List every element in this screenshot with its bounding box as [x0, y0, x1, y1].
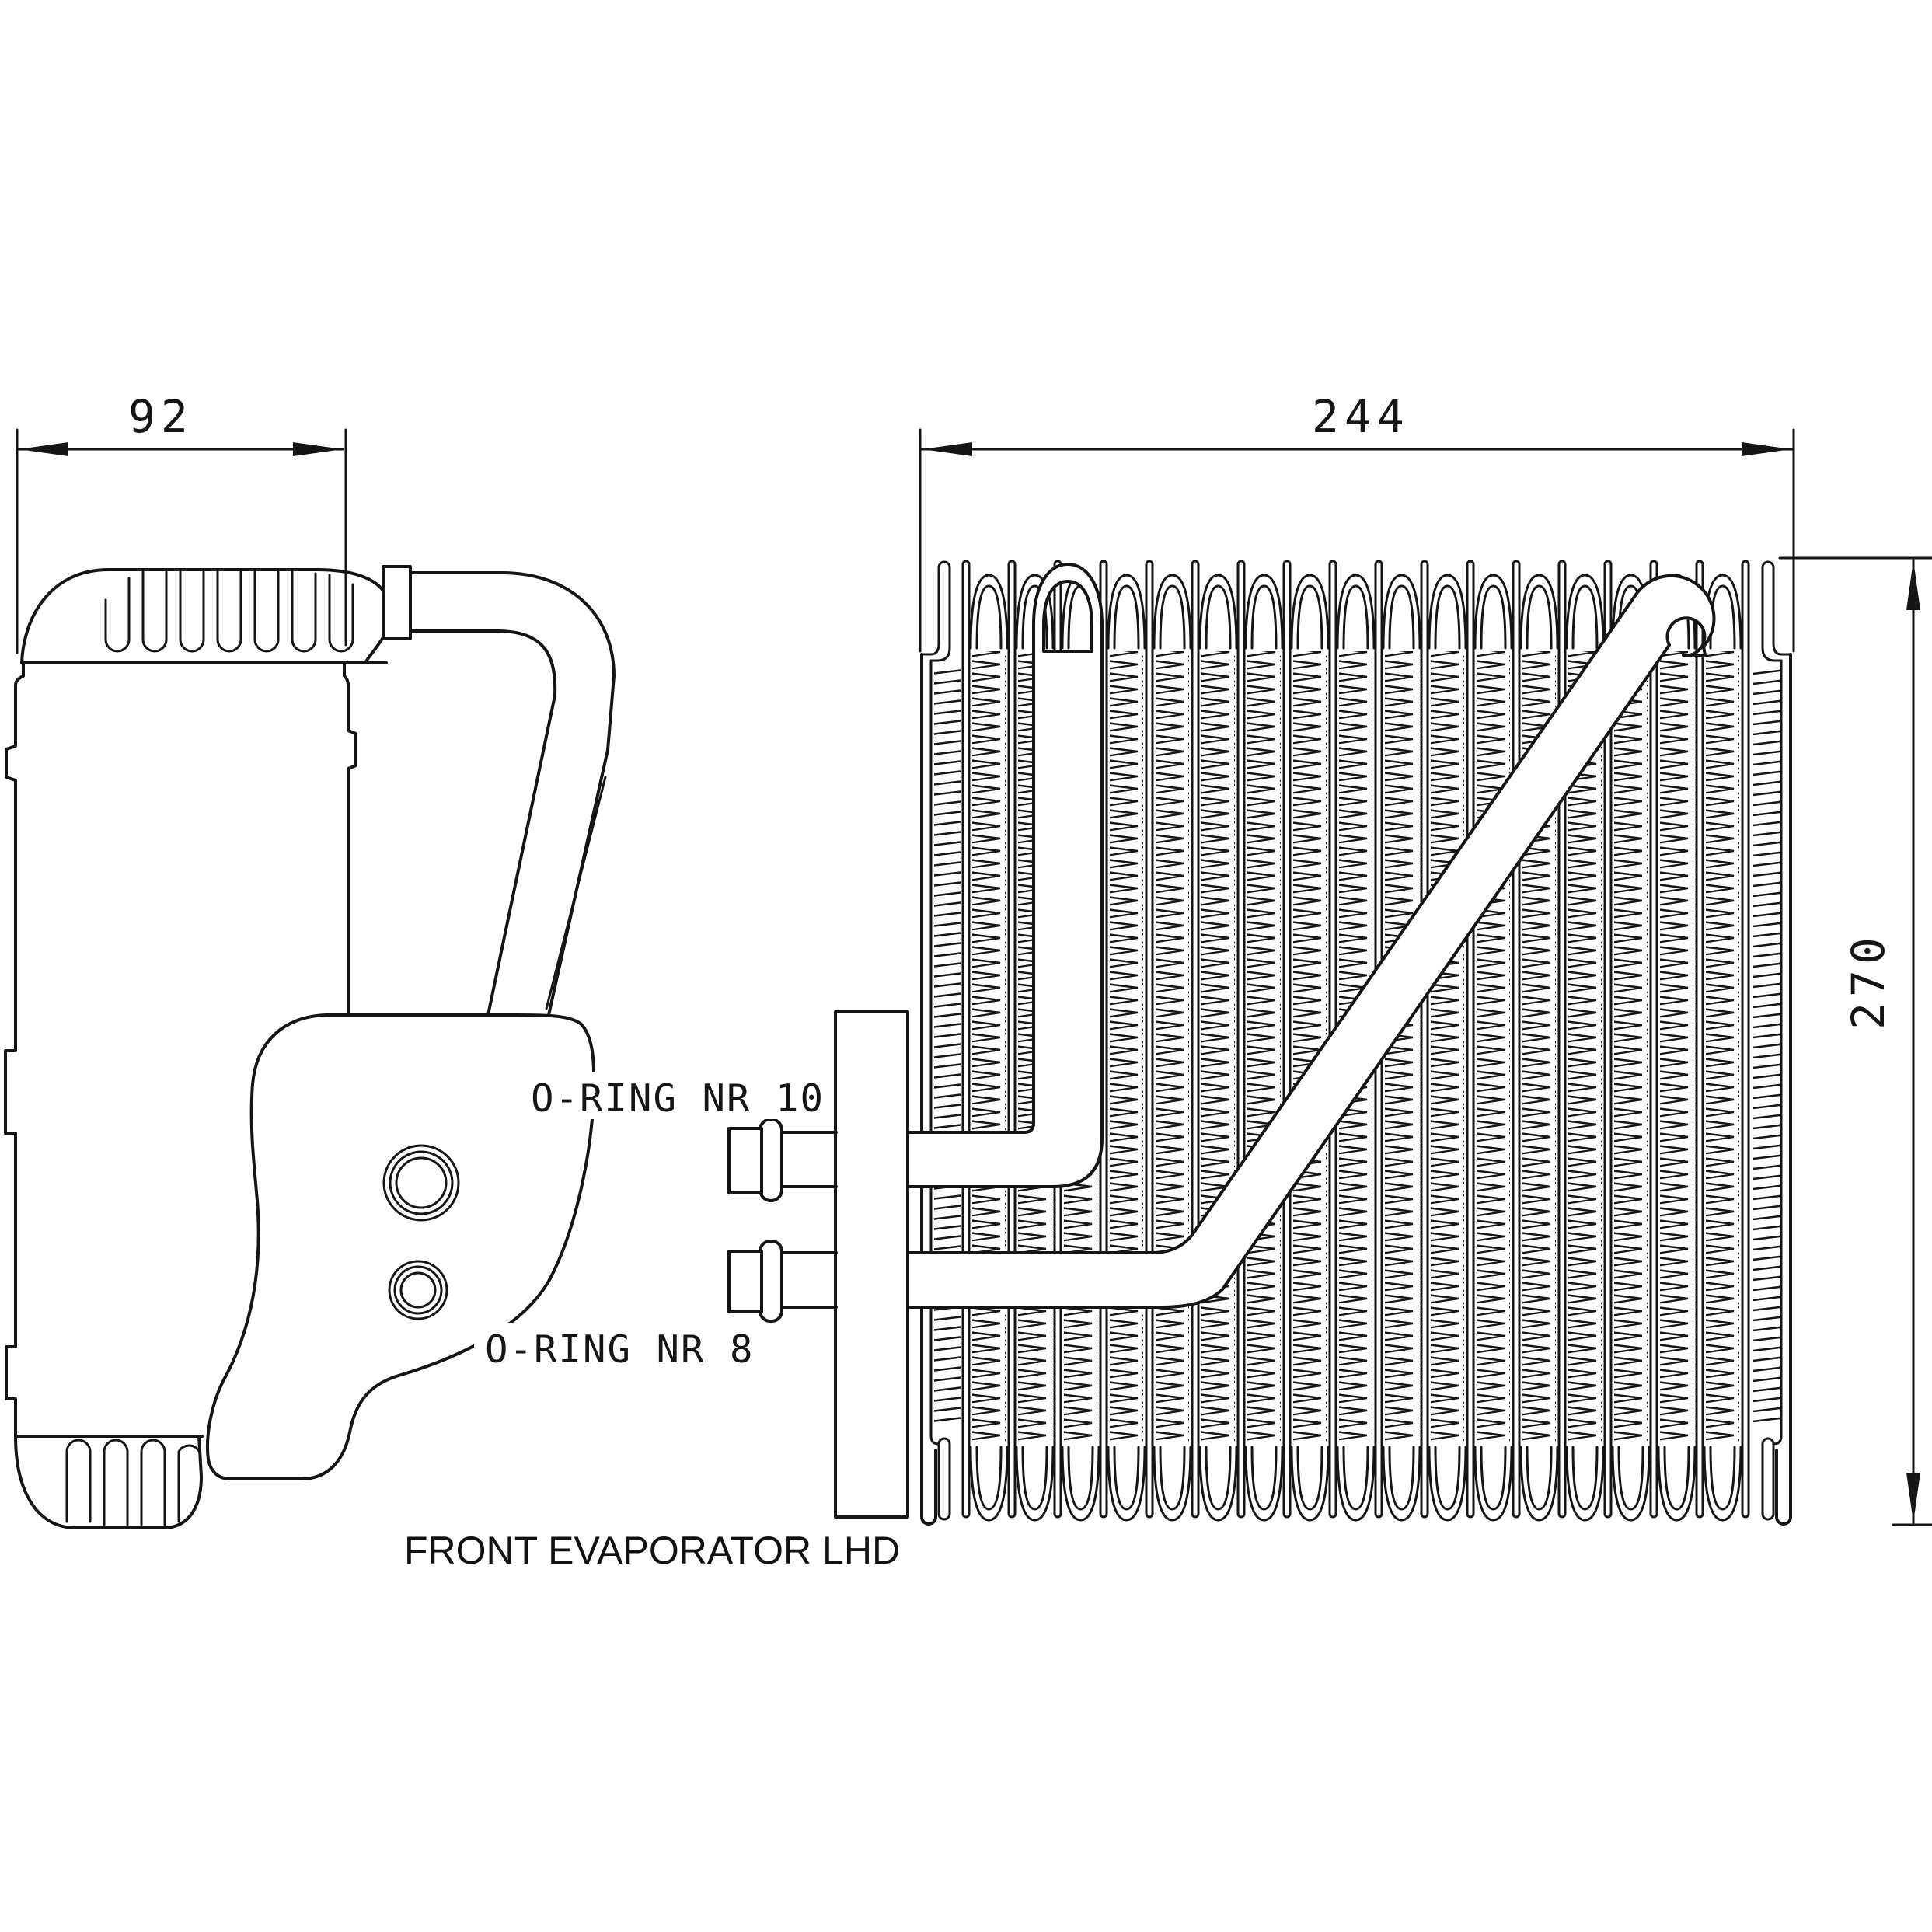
- stub-nr8: [727, 1240, 838, 1323]
- refrigerant-pipes: [838, 563, 1716, 1309]
- port-nr8: [388, 1260, 448, 1320]
- top-tank: [20, 568, 388, 664]
- core-left-edge: [920, 560, 961, 1526]
- oring-nr8-label: O-RING NR 8: [485, 1327, 755, 1372]
- front-view: [727, 560, 1792, 1526]
- label-mask: [474, 1323, 754, 1371]
- connector-block: [206, 1013, 596, 1480]
- labels: O-RING NR 10 O-RING NR 8 FRONT EVAPORATO…: [404, 1072, 900, 1572]
- caption: FRONT EVAPORATOR LHD: [404, 1529, 900, 1572]
- dim-92-value: 92: [128, 390, 194, 443]
- body-outline: [4, 663, 357, 1529]
- feed-pipe-diagonal: [838, 574, 1716, 1309]
- stub-nr10: [727, 1118, 838, 1202]
- suction-pipe: [838, 563, 1104, 1188]
- dimension-92: 92: [16, 390, 347, 654]
- side-view: [4, 565, 616, 1529]
- dim-270-value: 270: [1842, 932, 1895, 1030]
- oring-nr10-label: O-RING NR 10: [531, 1076, 825, 1121]
- side-pipe: [409, 571, 616, 1017]
- connection-stubs: [727, 1118, 838, 1323]
- manifold-plate: [834, 1010, 909, 1519]
- dim-244-value: 244: [1312, 390, 1410, 443]
- dimension-270: 270: [1778, 556, 1932, 1526]
- dimension-244: 244: [919, 390, 1795, 653]
- port-nr10: [382, 1144, 460, 1222]
- core-right-edge: [1752, 560, 1792, 1526]
- tank-fitting: [382, 565, 412, 640]
- label-mask: [519, 1072, 830, 1119]
